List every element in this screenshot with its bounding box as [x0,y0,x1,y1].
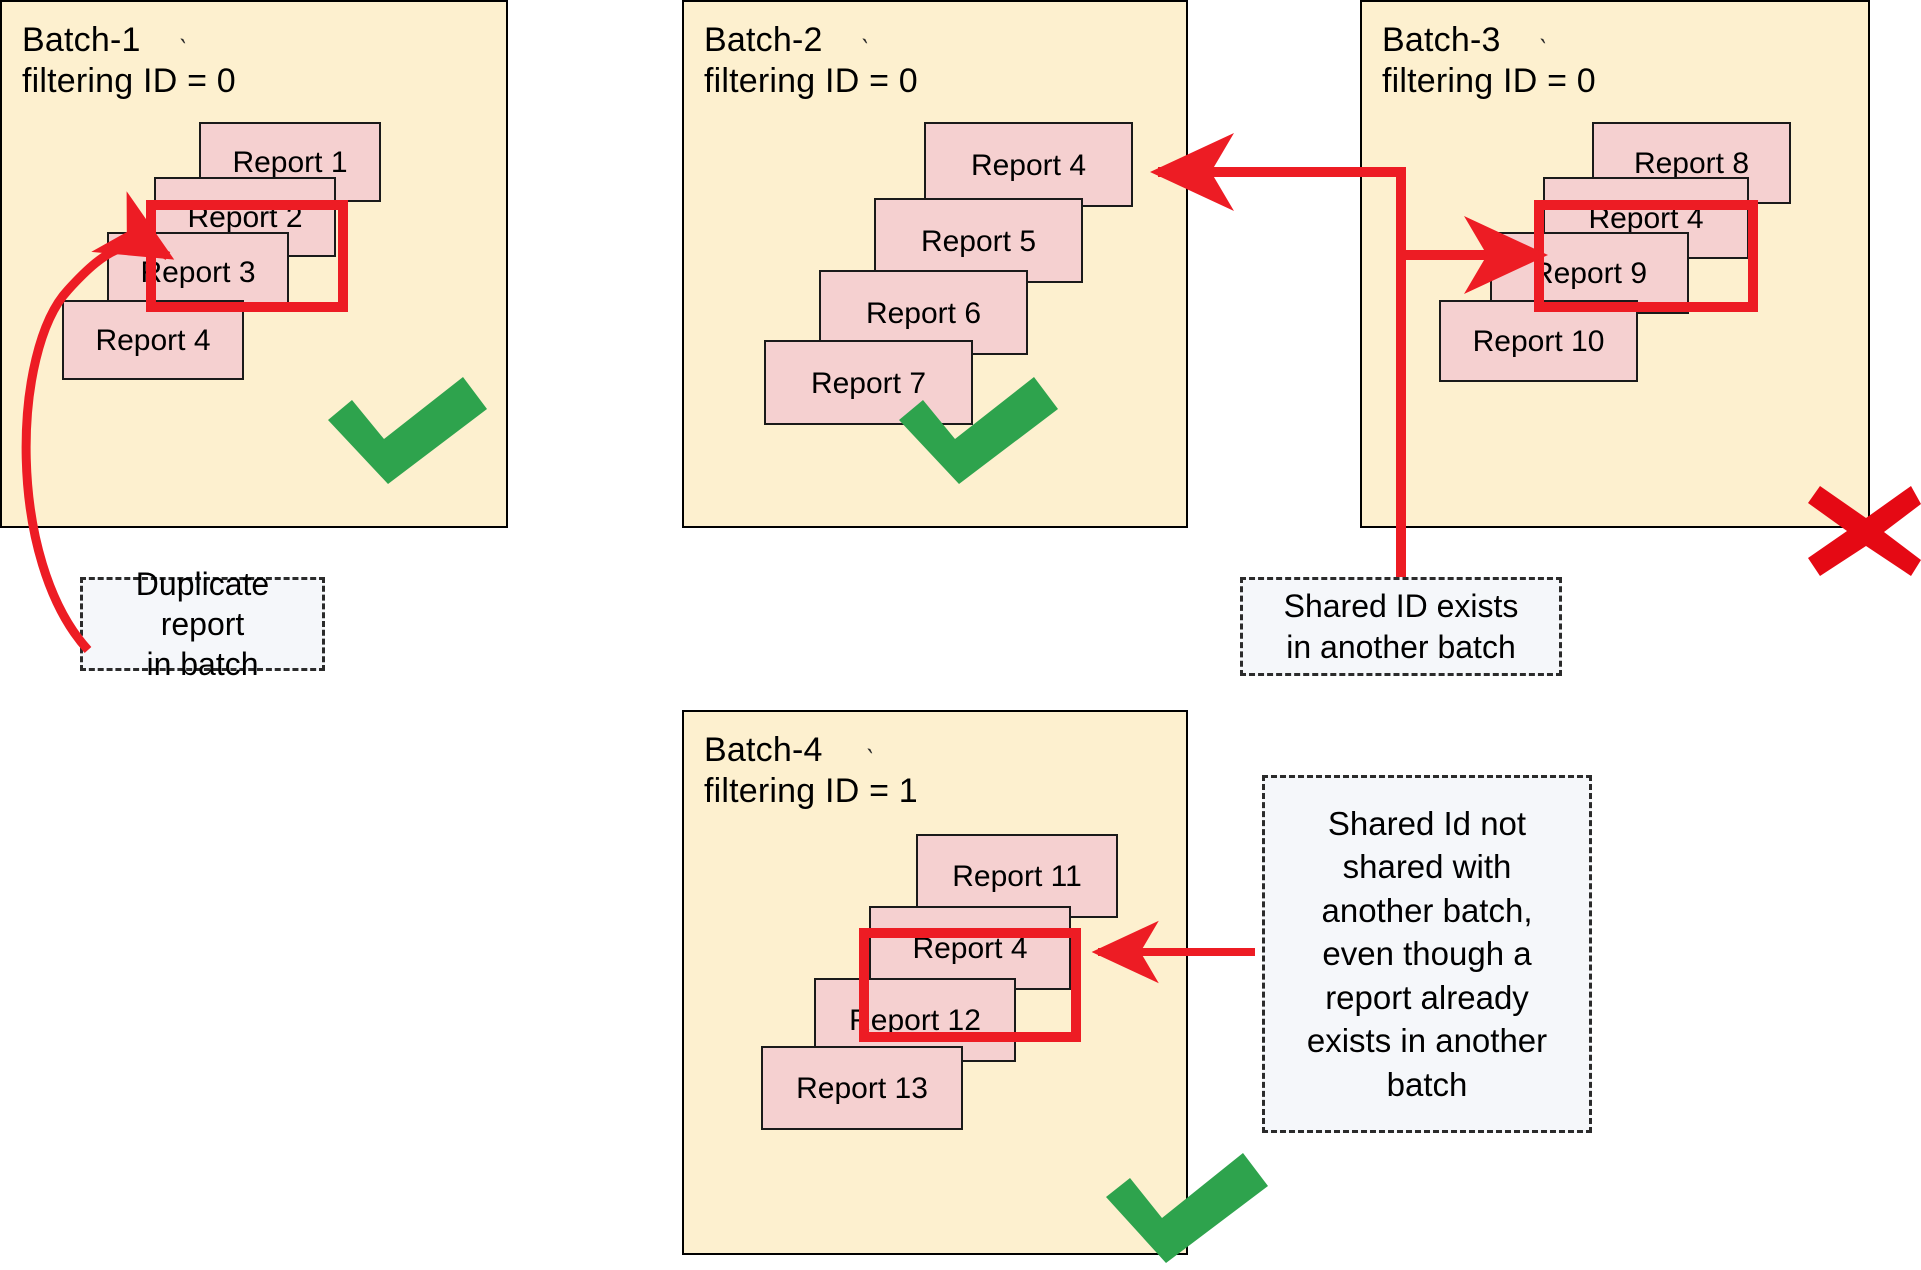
report-card[interactable]: Report 5 [874,198,1083,283]
report-label: Report 1 [232,146,348,179]
callout-shared-id-exists: Shared ID exists in another batch [1240,577,1562,676]
callout-text: Duplicate report in batch [135,565,270,683]
report-card[interactable]: Report 11 [916,834,1118,918]
callout-text: Shared Id not shared with another batch,… [1306,804,1548,1103]
report-label: Report 2 [187,201,303,234]
callout-text: Shared ID exists in another batch [1283,588,1519,665]
report-label: Report 12 [849,1004,981,1037]
callout-duplicate-report: Duplicate report in batch [80,566,325,682]
report-card[interactable]: Report 13 [761,1046,963,1130]
report-card[interactable]: Report 10 [1439,300,1638,382]
report-label: Report 6 [865,296,982,330]
report-card[interactable]: Report 4 [924,122,1133,207]
report-label: Report 10 [1472,325,1605,358]
batch-title-3: Batch-3 filtering ID = 0 [1382,20,1596,103]
report-label: Report 4 [912,932,1028,965]
report-label: Report 13 [796,1072,928,1105]
report-label: Report 4 [970,148,1087,182]
report-label: Report 8 [1633,147,1750,180]
batch-card-3: Batch-3 filtering ID = 0 ` Report 8 Repo… [1360,0,1870,528]
report-label: Report 11 [952,860,1082,893]
batch-title-2: Batch-2 filtering ID = 0 [704,20,918,103]
report-label: Report 4 [95,324,211,357]
batch-name-1: Batch-1 [22,21,141,59]
batch-filter-3: filtering ID = 0 [1382,62,1596,101]
batch-card-4: Batch-4 filtering ID = 1 ` Report 11 Rep… [682,710,1188,1255]
report-card[interactable]: Report 7 [764,340,973,425]
batch-name-4: Batch-4 [704,731,823,769]
batch-filter-2: filtering ID = 0 [704,62,918,101]
batch-name-3: Batch-3 [1382,21,1501,59]
batch-title-1: Batch-1 filtering ID = 0 [22,20,236,103]
batch-card-1: Batch-1 filtering ID = 0 ` Report 1 Repo… [0,0,508,528]
batch-filter-1: filtering ID = 0 [22,62,236,101]
report-label: Report 9 [1531,257,1648,290]
report-label: Report 5 [920,224,1037,258]
batch-filter-4: filtering ID = 1 [704,772,918,811]
batch-name-2: Batch-2 [704,21,823,59]
batch-title-4: Batch-4 filtering ID = 1 [704,730,918,813]
report-label: Report 4 [1588,202,1704,235]
report-label: Report 7 [810,366,927,400]
callout-shared-id-not-shared: Shared Id not shared with another batch,… [1262,775,1592,1133]
batch-card-2: Batch-2 filtering ID = 0 ` Report 4 Repo… [682,0,1188,528]
report-label: Report 3 [140,256,256,289]
report-card[interactable]: Report 4 [62,300,244,380]
